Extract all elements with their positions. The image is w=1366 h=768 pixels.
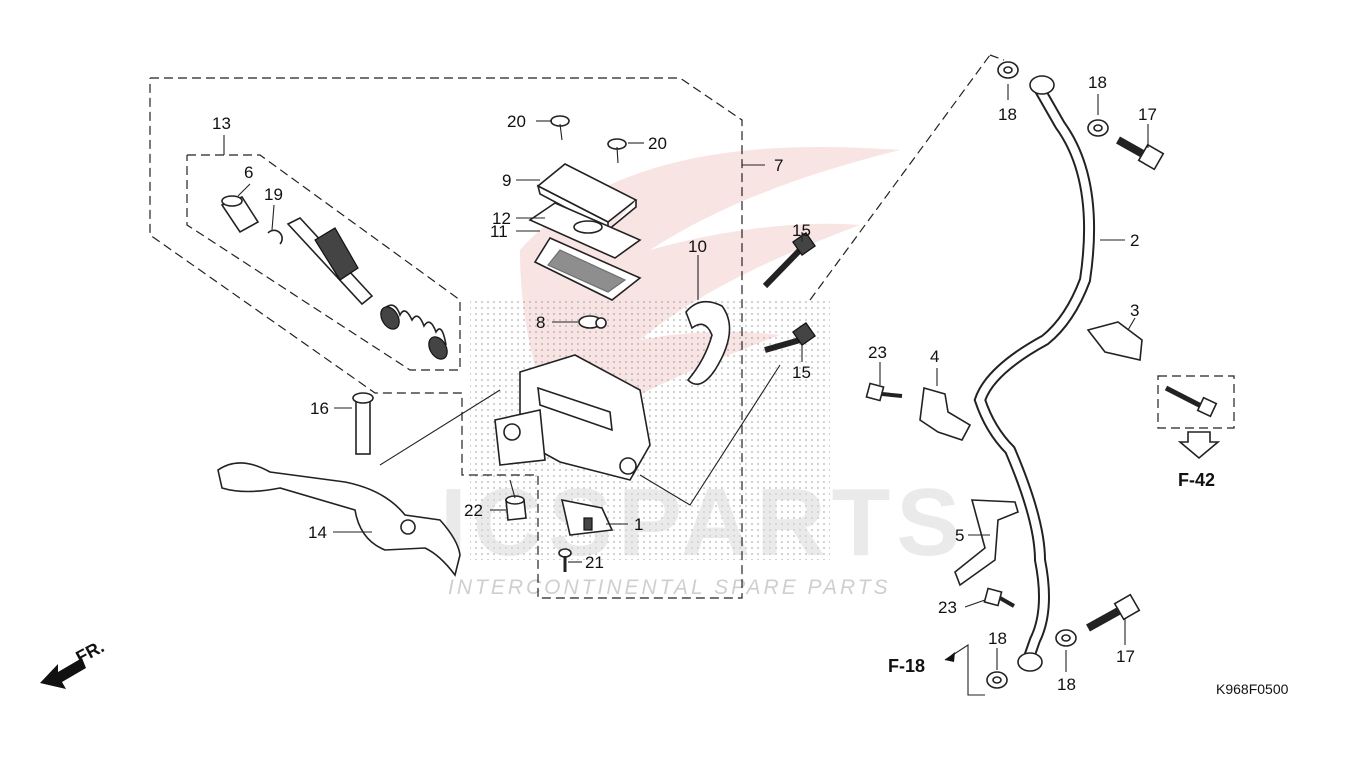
- callout-2: 2: [1130, 231, 1139, 250]
- callout-14: 14: [308, 523, 327, 542]
- piston-part: [286, 217, 374, 306]
- callout-23b: 23: [938, 598, 957, 617]
- callout-9: 9: [502, 171, 511, 190]
- diaphragm-part-11: [533, 236, 642, 301]
- assembly-outline-7: [149, 77, 743, 599]
- front-direction-arrow-icon: FR.: [40, 636, 107, 689]
- leader-lines: [223, 84, 1149, 672]
- callout-17b: 17: [1116, 647, 1135, 666]
- callout-18b: 18: [1088, 73, 1107, 92]
- callout-19: 19: [264, 185, 283, 204]
- callout-4: 4: [930, 347, 939, 366]
- screw-part-20b: [607, 138, 627, 164]
- boot-part-6: [220, 195, 260, 234]
- clip-part-8: [578, 315, 607, 329]
- callout-11: 11: [490, 222, 508, 241]
- reference-f18: F-18: [888, 656, 925, 676]
- callout-18c: 18: [988, 629, 1007, 648]
- brake-lever-part-14: [217, 462, 461, 577]
- bolt-part-23a: [865, 382, 903, 402]
- callout-1: 1: [634, 515, 643, 534]
- hose-guide-part-5: [954, 499, 1019, 587]
- reference-f42: F-42: [1178, 470, 1215, 490]
- callout-17a: 17: [1138, 105, 1157, 124]
- callout-8: 8: [536, 313, 545, 332]
- plate-part-12: [528, 202, 642, 259]
- callout-18a: 18: [998, 105, 1017, 124]
- callout-5: 5: [955, 526, 964, 545]
- oil-bolt-part-17a: [1116, 136, 1165, 171]
- stop-switch-part-1: [560, 498, 614, 536]
- washer-part-18a: [997, 61, 1019, 79]
- callout-3: 3: [1130, 301, 1139, 320]
- washer-part-18d: [1055, 629, 1077, 647]
- hose-guide-part-4: [919, 386, 972, 441]
- f42-bolt: [1164, 385, 1218, 418]
- diagram-code: K968F0500: [1216, 681, 1289, 697]
- callout-6: 6: [244, 163, 253, 182]
- holder-part-10: [685, 300, 731, 386]
- bolt-part-15b: [764, 322, 816, 353]
- pivot-bolt-part-16: [352, 392, 374, 455]
- callout-23a: 23: [868, 343, 887, 362]
- callout-7: 7: [774, 156, 783, 175]
- f18-bracket: [944, 643, 985, 696]
- washer-part-18b: [1087, 119, 1109, 137]
- screw-part-20a: [550, 115, 570, 141]
- callout-12: 12: [492, 209, 511, 228]
- f42-bolt-outline: [1157, 375, 1235, 429]
- hose-clamp-part-3: [1086, 321, 1143, 361]
- hose-connection-line: [809, 54, 991, 301]
- assembly-outline-13: [186, 154, 461, 371]
- screw-part-21: [558, 548, 572, 572]
- f42-arrow-icon: [1177, 431, 1221, 460]
- bolt-part-23b: [983, 587, 1015, 608]
- callout-18d: 18: [1057, 675, 1076, 694]
- watermark-sub-text: INTERCONTINENTAL SPARE PARTS: [448, 576, 891, 599]
- callout-13: 13: [212, 114, 231, 133]
- brake-hose-part-2: [973, 75, 1096, 672]
- master-cylinder-body: [494, 354, 651, 481]
- callout-21: 21: [585, 553, 604, 572]
- oil-bolt-part-17b: [1086, 593, 1141, 632]
- callout-20a: 20: [507, 112, 526, 131]
- callout-16: 16: [310, 399, 329, 418]
- bolt-part-15a: [762, 232, 816, 289]
- callout-20b: 20: [648, 134, 667, 153]
- callout-10: 10: [688, 237, 707, 256]
- callout-15a: 15: [792, 221, 811, 240]
- callout-15b: 15: [792, 363, 811, 382]
- washer-part-18c: [986, 671, 1008, 689]
- callout-22: 22: [464, 501, 483, 520]
- circlip-part-19: [267, 229, 283, 245]
- spring-part: [380, 304, 448, 360]
- callouts: 13 6 19 7 20 20 9 12 11 8 10 15 15 16 14…: [212, 73, 1157, 694]
- watermark-main-text: ICSPARTS: [440, 469, 966, 576]
- nut-part-22: [505, 495, 527, 521]
- hose-connection-line-end: [989, 54, 1005, 61]
